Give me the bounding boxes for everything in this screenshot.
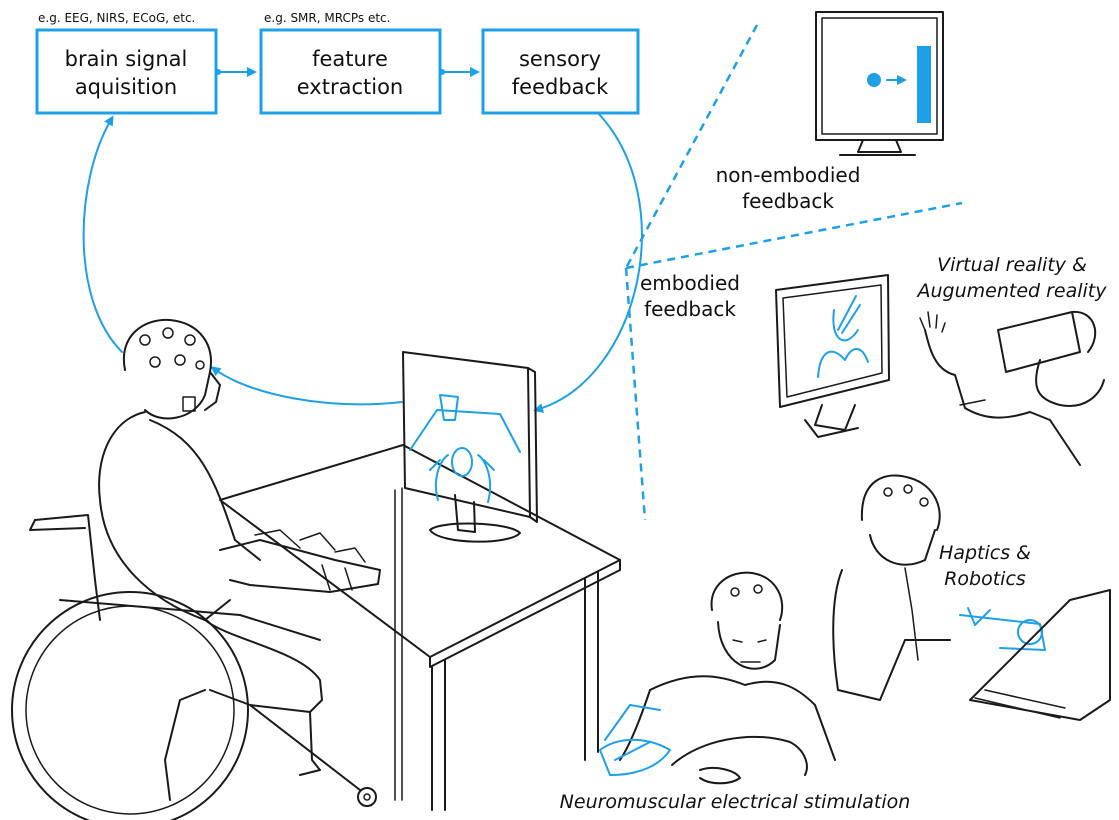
box-feature-line1: feature [312,47,388,71]
haptics-label-line2: Robotics [944,568,1026,590]
pipeline: e.g. EEG, NIRS, ECoG, etc. e.g. SMR, MRC… [35,11,640,115]
eeg-cap-icon-nmes [710,571,784,621]
embodied-label-line1: embodied [640,271,740,295]
dashed-line-lower [624,267,647,521]
nmes-electrode-icon [599,738,671,776]
wheelchair-user-illustration [11,318,381,820]
hand-orthosis-icon [254,529,366,563]
arrow-user-to-acquisition [82,115,123,353]
non-embodied-label-line2: feedback [742,189,834,213]
nmes-user-illustration [599,571,836,785]
feedback-ball-icon [867,73,881,87]
dashed-line-upper [624,24,759,269]
eeg-cap-icon-haptics [860,474,941,531]
non-embodied-label-line1: non-embodied [716,163,861,187]
wheelchair-wheel-icon [11,591,249,820]
nmes-label: Neuromuscular electrical stimulation [560,791,911,813]
box-brain-signal-line2: aquisition [75,75,177,99]
non-embodied-monitor-illustration [815,11,944,156]
feature-examples-note: e.g. SMR, MRCPs etc. [264,11,390,25]
robotic-hand-icon [959,614,1046,651]
feedback-bar-icon [917,46,931,123]
box-sensory-feedback [481,28,640,115]
vr-headset-icon [997,311,1081,373]
laptop-icon [969,589,1111,721]
vr-label-line1: Virtual reality & [937,254,1087,276]
cup-icon [439,394,459,421]
wheelchair-caster-icon [357,787,377,807]
box-sensory-line1: sensory [519,47,601,71]
feedback-divider [624,24,963,521]
box-feature-line2: extraction [297,75,404,99]
main-monitor-illustration [402,351,538,543]
eeg-cap-icon [122,318,212,420]
vr-user-illustration [919,310,1105,466]
haptics-user-illustration [832,474,1111,721]
embodied-label-line2: feedback [644,297,736,321]
signal-examples-note: e.g. EEG, NIRS, ECoG, etc. [38,11,195,25]
arrow-screen-to-user [210,366,403,406]
box-brain-signal-acquisition [35,28,218,115]
box-brain-signal-line1: brain signal [65,47,188,71]
haptics-label-line1: Haptics & [939,542,1031,564]
dashed-line-middle [625,201,963,270]
desk-illustration [219,444,621,811]
arrow-feedback-to-screen [533,112,643,413]
embodied-monitor-illustration [775,274,890,438]
vr-label-line2: Augumented reality [915,280,1107,302]
box-sensory-line2: feedback [512,75,609,99]
box-feature-extraction [259,28,442,115]
